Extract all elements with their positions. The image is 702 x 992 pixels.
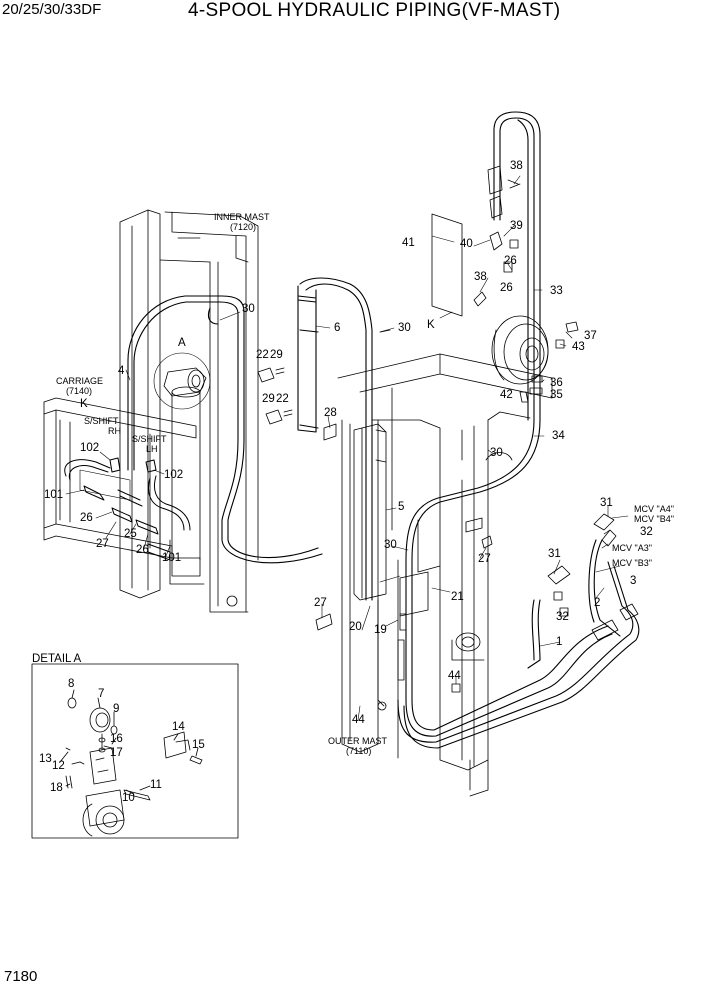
sideshift-hoses (64, 457, 191, 561)
callout-25: 25 (124, 528, 137, 540)
callout-26-a: 26 (80, 512, 93, 524)
callout-22-lower: 22 (276, 393, 289, 405)
sshift-lh-side: LH (146, 444, 158, 454)
callout-13: 13 (39, 753, 52, 765)
model-list: 20/25/30/33DF (2, 1, 102, 18)
detail-a-title: DETAIL A (32, 653, 82, 665)
hose-run-outer (397, 111, 640, 749)
callout-37: 37 (584, 330, 597, 342)
callout-18: 18 (50, 782, 63, 794)
callout-22-upper: 22 (256, 349, 269, 361)
detail-a-frame (31, 663, 239, 839)
callout-30-d: 30 (384, 539, 397, 551)
callout-27-b: 27 (478, 553, 491, 565)
callout-12: 12 (52, 760, 65, 772)
callout-101-a: 101 (44, 489, 63, 501)
outer-mast-label: OUTER MAST (328, 736, 388, 746)
leader-lines (65, 175, 629, 721)
callout-11: 11 (150, 779, 162, 791)
callout-16: 16 (110, 733, 123, 745)
callout-4: 4 (118, 365, 125, 377)
callout-31-a: 31 (600, 497, 613, 509)
callout-38-b: 38 (474, 271, 487, 283)
callout-38-a: 38 (510, 160, 523, 172)
callout-29-lower: 29 (262, 393, 275, 405)
lift-cylinder-inner (153, 352, 211, 577)
callout-102-a: 102 (80, 442, 99, 454)
callout-32-b: 32 (556, 611, 569, 623)
callout-34: 34 (552, 430, 565, 442)
callout-10: 10 (122, 792, 135, 804)
mcv-a3-label: MCV "A3" (612, 543, 652, 553)
callout-27-c: 27 (314, 597, 327, 609)
view-k-left: K (80, 398, 88, 410)
mcv-a4-label: MCV "A4" (634, 504, 674, 514)
callout-9: 9 (113, 703, 119, 715)
callout-36: 36 (550, 377, 563, 389)
callout-41: 41 (402, 237, 415, 249)
view-k-right: K (427, 319, 435, 331)
callout-42: 42 (500, 389, 513, 401)
fittings-top-right (431, 165, 579, 403)
callout-19: 19 (374, 624, 387, 636)
callout-2: 2 (594, 597, 600, 609)
callout-3: 3 (630, 575, 636, 587)
callout-44-b: 44 (352, 714, 365, 726)
callout-5: 5 (398, 501, 404, 513)
hose-loop-inner (127, 295, 323, 564)
outer-mast-drawing (337, 353, 553, 797)
callout-21: 21 (451, 591, 464, 603)
callout-15: 15 (192, 739, 205, 751)
callout-30-c: 30 (490, 447, 503, 459)
mcv-b4-label: MCV "B4" (634, 514, 674, 524)
callout-8: 8 (68, 678, 74, 690)
callout-7: 7 (98, 688, 104, 700)
inner-mast-label: INNER MAST (214, 212, 270, 222)
hose-loop-middle (297, 277, 373, 601)
callout-26-d: 26 (500, 282, 513, 294)
carriage-label: CARRIAGE (56, 376, 103, 386)
inner-mast-code: (7120) (230, 222, 256, 232)
callout-17: 17 (110, 747, 123, 759)
carriage-drawing (43, 397, 197, 559)
detail-a-drawing (59, 689, 203, 837)
page-title: 4-SPOOL HYDRAULIC PIPING(VF-MAST) (188, 0, 561, 21)
callout-6: 6 (334, 322, 340, 334)
carriage-code: (7140) (66, 386, 92, 396)
callout-43: 43 (572, 341, 585, 353)
callout-40: 40 (460, 238, 473, 250)
callout-30-a: 30 (242, 303, 255, 315)
callout-27-a: 27 (96, 538, 109, 550)
clamps-22-29 (257, 329, 391, 441)
callout-32-a: 32 (640, 526, 653, 538)
detail-a-ref: A (178, 337, 186, 349)
mcv-b3-label: MCV "B3" (612, 558, 652, 568)
page-number: 7180 (4, 968, 38, 985)
sshift-rh-side: RH (108, 426, 121, 436)
callout-14: 14 (172, 721, 185, 733)
callout-35: 35 (550, 389, 563, 401)
callout-31-b: 31 (548, 548, 561, 560)
callout-labels: INNER MAST (7120) OUTER MAST (7110) CARR… (32, 160, 674, 804)
callout-29-upper: 29 (270, 349, 283, 361)
callout-30-b: 30 (398, 322, 411, 334)
sshift-rh-label: S/SHIFT (84, 416, 119, 426)
callout-101-b: 101 (162, 552, 181, 564)
callout-26-b: 26 (136, 544, 149, 556)
fittings-mcv (315, 452, 639, 693)
outer-mast-code: (7110) (346, 746, 371, 756)
callout-39: 39 (510, 220, 523, 232)
callout-1: 1 (556, 636, 562, 648)
callout-28: 28 (324, 407, 337, 419)
sshift-lh-label: S/SHIFT (132, 434, 167, 444)
callout-26-c: 26 (504, 255, 517, 267)
hose-reel-pulley (491, 315, 549, 385)
callout-44-a: 44 (448, 670, 461, 682)
callout-20: 20 (349, 621, 362, 633)
callout-102-b: 102 (164, 469, 183, 481)
lift-cylinder-outer (353, 423, 387, 601)
callout-33: 33 (550, 285, 563, 297)
